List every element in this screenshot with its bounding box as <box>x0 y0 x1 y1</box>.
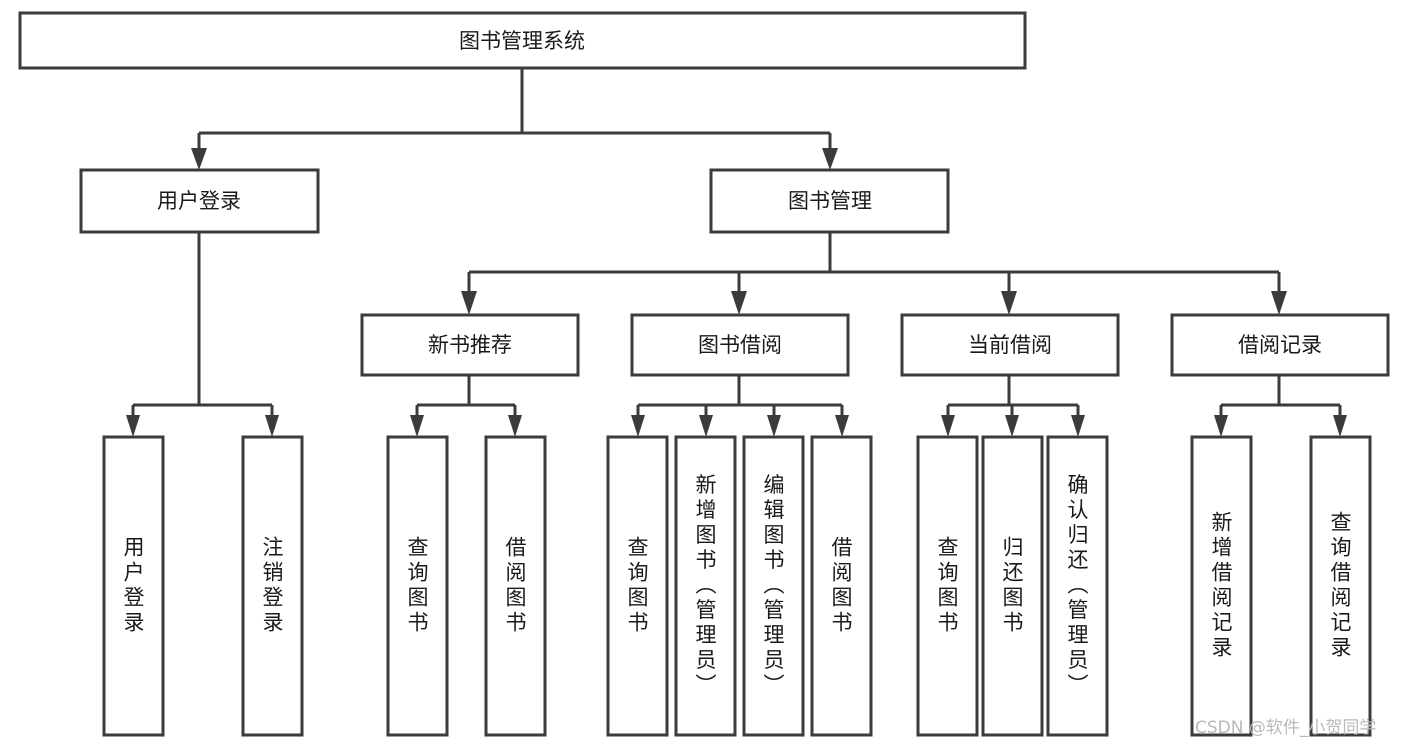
arrow-head-icon <box>631 415 645 437</box>
node-box-borrow-record[interactable] <box>1170 313 1390 377</box>
node-book-manage[interactable]: 图书管理 <box>709 168 950 234</box>
node-box-book-manage[interactable] <box>709 168 950 234</box>
node-box-leaf-query-book-3[interactable] <box>916 435 979 737</box>
arrow-head-icon <box>1001 291 1017 315</box>
node-leaf-borrow-book-2[interactable]: 借阅图书 <box>810 435 873 737</box>
node-leaf-query-book-2[interactable]: 查询图书 <box>606 435 669 737</box>
node-leaf-add-book[interactable]: 新增图书（管理员） <box>674 435 737 737</box>
arrow-head-icon <box>767 415 781 437</box>
connector-userlogin-to-leaves <box>126 232 279 437</box>
arrow-head-icon <box>410 415 424 437</box>
node-leaf-confirm-return[interactable]: 确认归还（管理员） <box>1046 435 1109 737</box>
node-box-leaf-borrow-book-1[interactable] <box>484 435 547 737</box>
arrow-head-icon <box>731 291 747 315</box>
arrow-head-icon <box>461 291 477 315</box>
arrow-head-icon <box>1333 415 1347 437</box>
node-box-leaf-query-book-1[interactable] <box>386 435 449 737</box>
node-box-current-borrow[interactable] <box>900 313 1120 377</box>
node-box-leaf-add-record[interactable] <box>1190 435 1253 737</box>
node-book-borrow[interactable]: 图书借阅 <box>630 313 850 377</box>
node-label-leaf-borrow-book-2: 借阅图书 <box>829 536 853 636</box>
node-label-leaf-query-book-3: 查询图书 <box>935 536 959 636</box>
node-label-leaf-user-logout: 注销登录 <box>260 536 284 636</box>
arrow-head-icon <box>822 148 838 170</box>
arrow-head-icon <box>126 415 140 437</box>
arrow-head-icon <box>1005 415 1019 437</box>
node-new-book-rec[interactable]: 新书推荐 <box>360 313 580 377</box>
arrow-head-icon <box>191 148 207 170</box>
node-box-leaf-user-logout[interactable] <box>241 435 304 737</box>
arrow-head-icon <box>1071 415 1085 437</box>
node-leaf-query-record[interactable]: 查询借阅记录 <box>1309 435 1372 737</box>
node-leaf-user-login[interactable]: 用户登录 <box>102 435 165 737</box>
node-box-leaf-query-book-2[interactable] <box>606 435 669 737</box>
arrow-head-icon <box>835 415 849 437</box>
node-leaf-add-record[interactable]: 新增借阅记录 <box>1190 435 1253 737</box>
node-leaf-borrow-book-1[interactable]: 借阅图书 <box>484 435 547 737</box>
node-label-root: 图书管理系统 <box>459 29 585 53</box>
node-box-user-login[interactable] <box>79 168 320 234</box>
connector-borrowrecord-to-leaves <box>1214 375 1347 437</box>
node-label-borrow-record: 借阅记录 <box>1238 333 1322 357</box>
node-box-leaf-borrow-book-2[interactable] <box>810 435 873 737</box>
arrow-head-icon <box>508 415 522 437</box>
node-user-login[interactable]: 用户登录 <box>79 168 320 234</box>
node-label-leaf-user-login: 用户登录 <box>121 536 145 636</box>
node-leaf-query-book-3[interactable]: 查询图书 <box>916 435 979 737</box>
node-label-new-book-rec: 新书推荐 <box>428 333 512 357</box>
node-box-leaf-query-record[interactable] <box>1309 435 1372 737</box>
node-label-user-login: 用户登录 <box>157 189 241 213</box>
connector-bookmanage-to-level3 <box>461 232 1287 315</box>
node-label-leaf-edit-book: 编辑图书（管理员） <box>761 474 785 699</box>
node-leaf-user-logout[interactable]: 注销登录 <box>241 435 304 737</box>
node-borrow-record[interactable]: 借阅记录 <box>1170 313 1390 377</box>
node-label-leaf-query-book-2: 查询图书 <box>625 536 649 636</box>
connector-currentborrow-to-leaves <box>941 375 1085 437</box>
arrow-head-icon <box>265 415 279 437</box>
node-box-book-borrow[interactable] <box>630 313 850 377</box>
node-leaf-query-book-1[interactable]: 查询图书 <box>386 435 449 737</box>
node-leaf-return-book[interactable]: 归还图书 <box>981 435 1044 737</box>
arrow-head-icon <box>941 415 955 437</box>
node-label-book-borrow: 图书借阅 <box>698 333 782 357</box>
node-label-leaf-add-book: 新增图书（管理员） <box>693 474 717 699</box>
connector-root-to-level2 <box>191 68 838 170</box>
arrow-head-icon <box>1214 415 1228 437</box>
node-label-book-manage: 图书管理 <box>788 189 872 213</box>
node-box-leaf-edit-book[interactable] <box>742 435 805 737</box>
node-label-leaf-confirm-return: 确认归还（管理员） <box>1065 474 1089 699</box>
node-root[interactable]: 图书管理系统 <box>18 11 1027 70</box>
connector-bookborrow-to-leaves <box>631 375 849 437</box>
watermark-label: CSDN @软件_小贺同学 <box>1195 718 1376 738</box>
node-label-leaf-borrow-book-1: 借阅图书 <box>503 536 527 636</box>
node-leaf-edit-book[interactable]: 编辑图书（管理员） <box>742 435 805 737</box>
node-current-borrow[interactable]: 当前借阅 <box>900 313 1120 377</box>
node-box-leaf-user-login[interactable] <box>102 435 165 737</box>
connector-newbook-to-leaves <box>410 375 522 437</box>
node-box-leaf-return-book[interactable] <box>981 435 1044 737</box>
node-box-leaf-add-book[interactable] <box>674 435 737 737</box>
node-box-root[interactable] <box>18 11 1027 70</box>
arrow-head-icon <box>699 415 713 437</box>
node-box-leaf-confirm-return[interactable] <box>1046 435 1109 737</box>
node-box-new-book-rec[interactable] <box>360 313 580 377</box>
arrow-head-icon <box>1271 291 1287 315</box>
node-label-leaf-return-book: 归还图书 <box>1000 536 1024 636</box>
node-label-current-borrow: 当前借阅 <box>968 333 1052 357</box>
node-label-leaf-query-book-1: 查询图书 <box>405 536 429 636</box>
node-label-leaf-query-record: 查询借阅记录 <box>1328 511 1352 661</box>
node-label-leaf-add-record: 新增借阅记录 <box>1209 511 1233 661</box>
